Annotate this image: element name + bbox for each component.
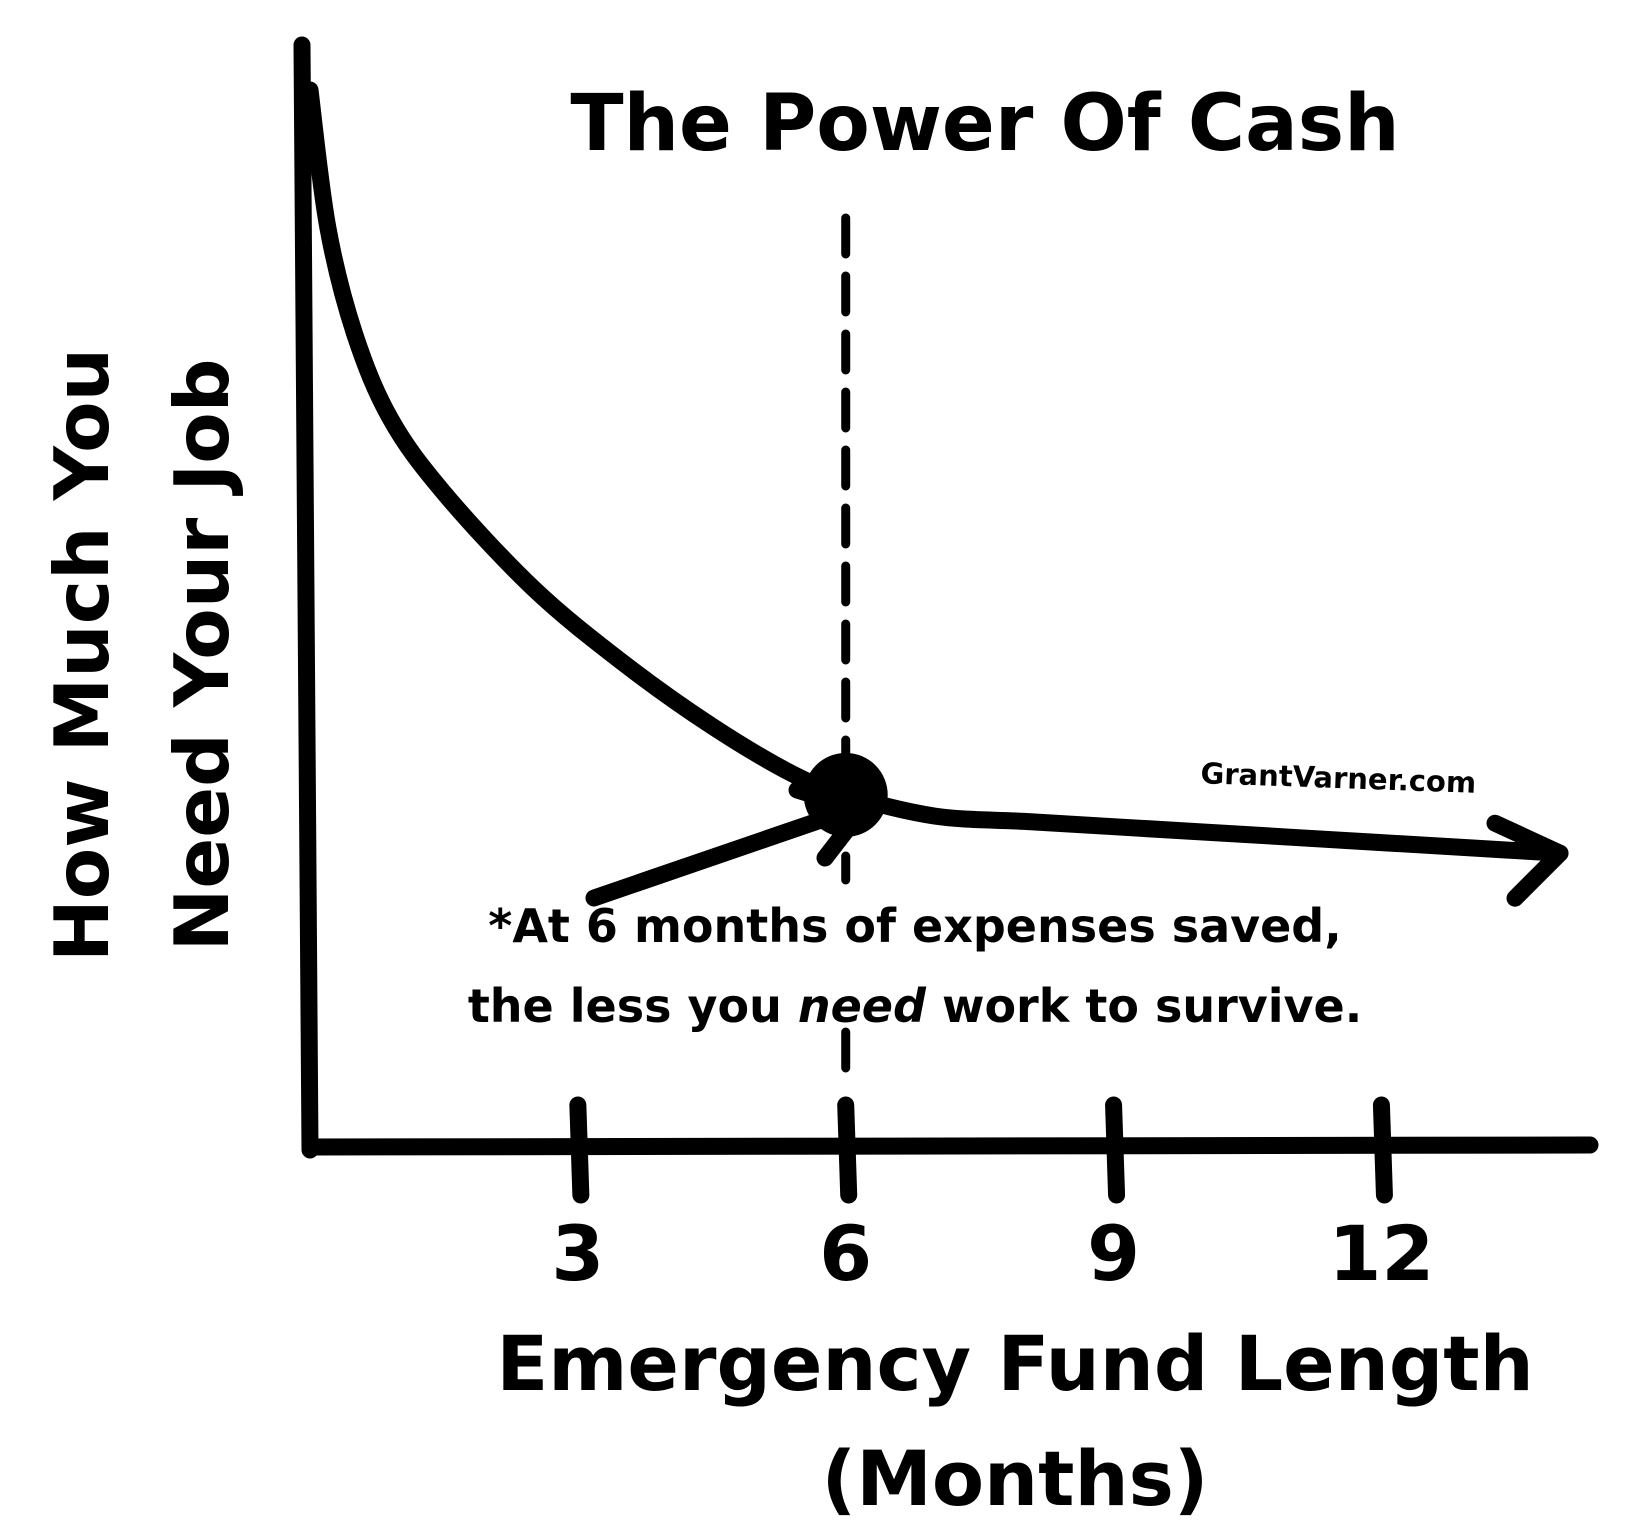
x-axis-tick-labels: 3 6 9 12 bbox=[551, 1209, 1434, 1298]
watermark: GrantVarner.com bbox=[1200, 756, 1477, 800]
x-axis-label-line1: Emergency Fund Length bbox=[496, 1319, 1533, 1408]
annotation-line1: *At 6 months of expenses saved, bbox=[488, 899, 1341, 953]
x-tick-label-6: 6 bbox=[819, 1209, 872, 1298]
x-axis-line bbox=[301, 1136, 1599, 1156]
x-tick-12 bbox=[1372, 1096, 1393, 1204]
x-tick-label-3: 3 bbox=[551, 1209, 604, 1298]
y-axis-line bbox=[293, 36, 319, 1159]
pointer-arrow-shaft bbox=[585, 799, 865, 907]
x-axis-ticks bbox=[569, 1096, 1393, 1204]
series-line bbox=[301, 81, 1569, 862]
x-axis-label-line2: (Months) bbox=[821, 1434, 1208, 1523]
series-arrowhead bbox=[1486, 814, 1569, 907]
pointer-arrowhead bbox=[788, 781, 871, 867]
x-tick-label-12: 12 bbox=[1329, 1209, 1435, 1298]
x-tick-3 bbox=[569, 1096, 590, 1204]
annotation-line2-after: work to survive. bbox=[926, 979, 1362, 1033]
chart-title: The Power Of Cash bbox=[570, 79, 1399, 169]
annotation-line2-before: the less you bbox=[468, 979, 798, 1033]
x-tick-9 bbox=[1105, 1096, 1126, 1204]
annotation-line2-emphasis: need bbox=[798, 979, 927, 1033]
y-axis-label-line2: Need Your Job bbox=[158, 359, 246, 952]
annotation-line2: the less you need work to survive. bbox=[468, 979, 1362, 1033]
annotation-pointer-arrow bbox=[585, 781, 871, 907]
y-axis-label-line1: How Much You bbox=[38, 348, 126, 962]
y-axis-label: How Much You Need Your Job bbox=[38, 348, 246, 962]
x-tick-6 bbox=[837, 1096, 858, 1204]
x-tick-label-9: 9 bbox=[1087, 1209, 1140, 1298]
